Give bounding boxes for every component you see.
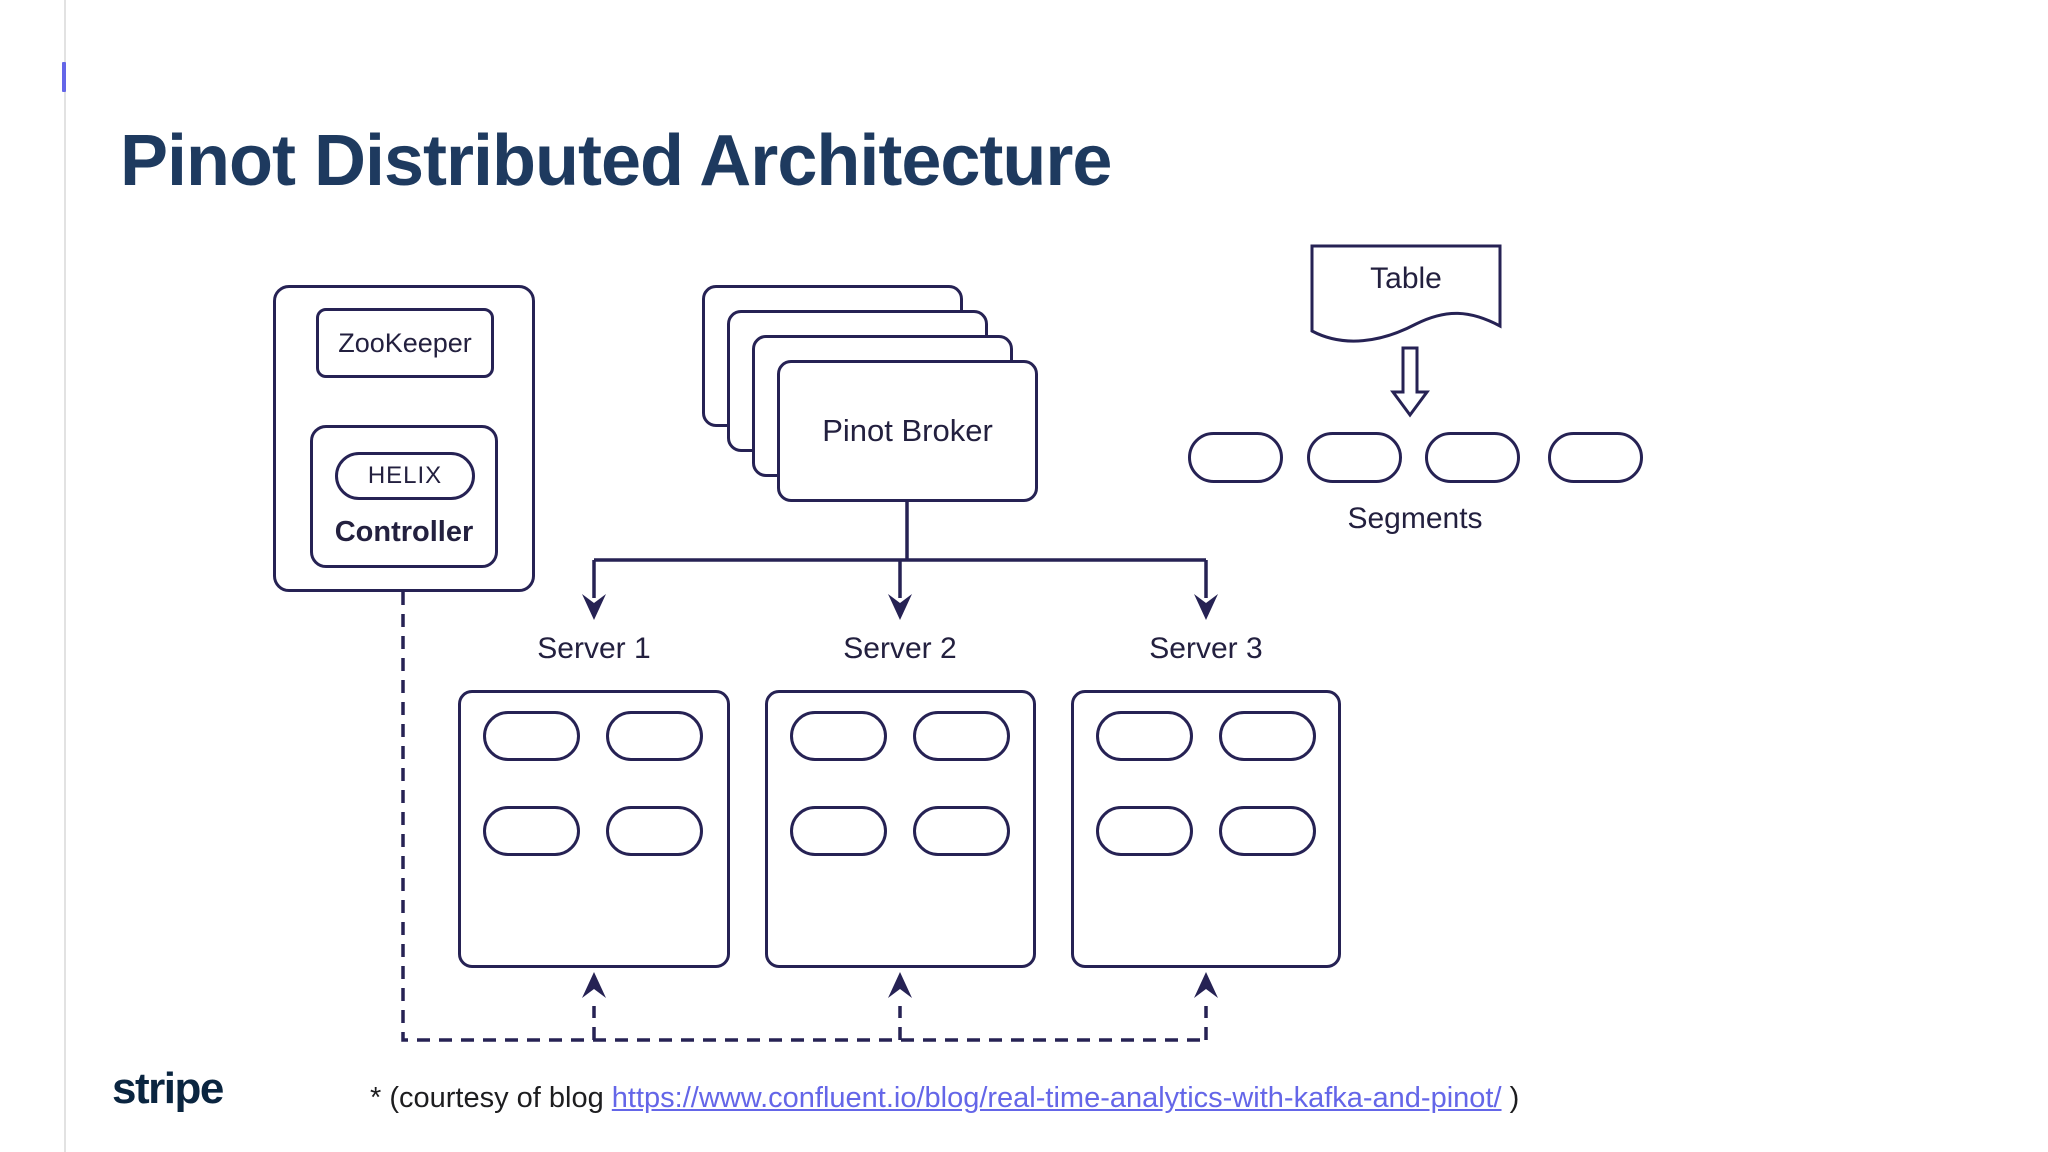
- segment-pill: [1188, 432, 1283, 483]
- server-segment-pill: [1096, 711, 1193, 761]
- server3-down-arrowhead: [1194, 594, 1218, 620]
- server3-up-arrowhead: [1194, 972, 1218, 998]
- table-label: Table: [1370, 262, 1442, 295]
- server-segment-pill: [1096, 806, 1193, 856]
- segments-label: Segments: [1347, 502, 1483, 535]
- server-segment-pill: [483, 711, 580, 761]
- citation-link[interactable]: https://www.confluent.io/blog/real-time-…: [611, 1082, 1502, 1114]
- citation-suffix: ): [1501, 1082, 1520, 1114]
- text-caret: [62, 62, 66, 92]
- server2-down-arrowhead: [888, 594, 912, 620]
- citation-prefix: * (courtesy of blog: [370, 1082, 612, 1114]
- server-3-label: Server 3: [1149, 632, 1263, 665]
- server-segment-pill: [790, 806, 887, 856]
- page-title: Pinot Distributed Architecture: [120, 121, 1112, 201]
- broker-label: Pinot Broker: [822, 413, 993, 448]
- server-segment-pill: [913, 711, 1010, 761]
- canvas-edge-rule: [64, 0, 66, 1152]
- server-1-box: [458, 690, 730, 968]
- server-segment-pill: [1219, 806, 1316, 856]
- server1-down-arrowhead: [582, 594, 606, 620]
- stripe-logo: stripe: [112, 1064, 224, 1113]
- server-segment-pill: [1219, 711, 1316, 761]
- citation: * (courtesy of blog https://www.confluen…: [370, 1082, 1519, 1115]
- server-2-label: Server 2: [843, 632, 957, 665]
- server-3-box: [1071, 690, 1341, 968]
- broker-card-front: Pinot Broker: [777, 360, 1038, 502]
- server-segment-pill: [913, 806, 1010, 856]
- server-segment-pill: [606, 711, 703, 761]
- controller-label: Controller: [334, 516, 474, 548]
- segment-pill: [1548, 432, 1643, 483]
- helix-pill: HELIX: [335, 452, 475, 500]
- table-document-shape: [1310, 244, 1502, 343]
- server2-up-arrowhead: [888, 972, 912, 998]
- server-2-box: [765, 690, 1036, 968]
- helix-label: HELIX: [367, 462, 443, 489]
- controller-dashed-line: [401, 592, 1206, 1042]
- zookeeper-box: ZooKeeper: [316, 308, 494, 378]
- table-to-segments-arrow: [1390, 346, 1430, 418]
- segment-pill: [1425, 432, 1520, 483]
- zookeeper-label: ZooKeeper: [338, 327, 472, 358]
- segment-pill: [1307, 432, 1402, 483]
- server-1-label: Server 1: [537, 632, 651, 665]
- server-segment-pill: [483, 806, 580, 856]
- server1-up-arrowhead: [582, 972, 606, 998]
- server-segment-pill: [606, 806, 703, 856]
- server-segment-pill: [790, 711, 887, 761]
